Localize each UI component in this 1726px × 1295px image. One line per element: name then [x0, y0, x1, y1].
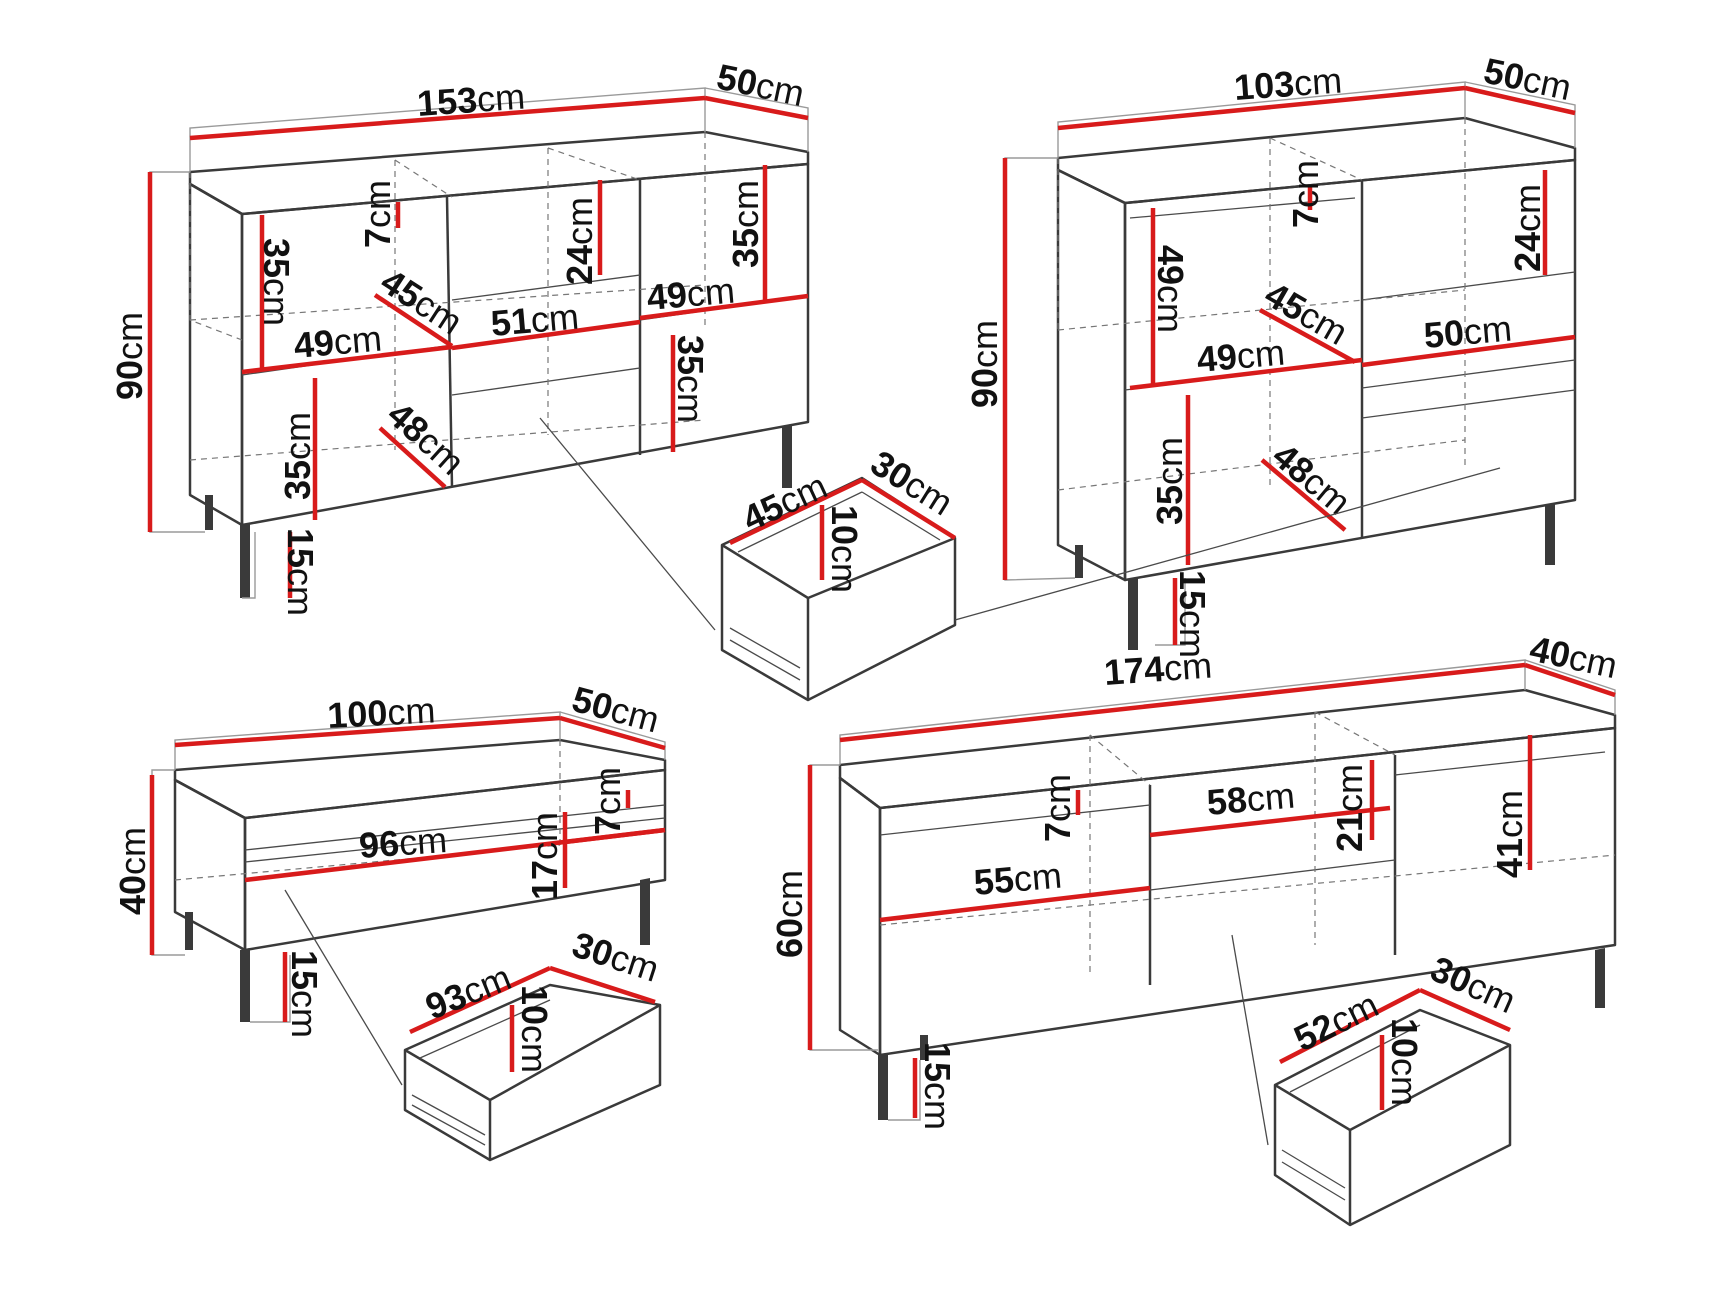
- bench-drawer-box: [403, 983, 662, 1162]
- tv-stand-drawer-box: [1273, 1008, 1512, 1227]
- sideboard-large-side: [188, 182, 244, 527]
- sideboard-small: 103cm 50cm 90cm 15cm 7cm 49cm 45cm 49cm …: [954, 50, 1577, 658]
- bench-legs-label: 15cm: [284, 950, 325, 1038]
- tv-stand-right-height-label: 41cm: [1489, 790, 1530, 878]
- tv-stand-drawer-depth-label: 30cm: [1425, 948, 1522, 1021]
- bench-top-gap-label: 7cm: [587, 767, 628, 835]
- bench-drawer-height-label: 10cm: [514, 985, 555, 1073]
- bench-height-label: 40cm: [112, 827, 153, 915]
- sideboard-small-right-drawer-height-label: 24cm: [1507, 184, 1548, 272]
- tv-stand-left-width-label: 55cm: [972, 854, 1063, 903]
- tv-stand-middle-width-label: 58cm: [1205, 774, 1296, 823]
- sideboard-large-left-lower-height-label: 35cm: [277, 412, 318, 500]
- sideboard-large-depth-label: 50cm: [713, 56, 808, 114]
- tv-stand-depth-label: 40cm: [1526, 628, 1621, 686]
- tv-stand-width-label: 174cm: [1103, 645, 1214, 693]
- bench-width-label: 100cm: [326, 689, 436, 736]
- sideboard-large: 153cm 50cm 90cm 15cm 7cm 35cm 49cm 45cm …: [109, 56, 810, 616]
- bench-inner-width-label: 96cm: [358, 819, 449, 866]
- tv-stand-drawer: 52cm 30cm 10cm: [1231, 934, 1522, 1227]
- bench-depth-label: 50cm: [568, 678, 664, 740]
- sideboard-small-legs-label: 15cm: [1172, 570, 1213, 658]
- sideboard-large-middle-height-label: 24cm: [559, 197, 600, 285]
- sideboard-large-legs-label: 15cm: [280, 528, 321, 616]
- sideboard-small-drawer-leader: [954, 467, 1501, 621]
- sideboard-large-left-upper-width-label: 49cm: [292, 317, 383, 366]
- sideboard-small-top-gap-label: 7cm: [1285, 160, 1326, 228]
- sideboard-small-left-lower-height-label: 35cm: [1149, 437, 1190, 525]
- bench-drawer: 93cm 30cm 10cm: [284, 889, 664, 1162]
- drawer-box: [720, 476, 957, 702]
- sideboard-small-depth-label: 50cm: [1480, 50, 1575, 108]
- sideboard-small-height-label: 90cm: [964, 320, 1005, 408]
- tv-stand-legs-label: 15cm: [917, 1042, 958, 1130]
- sideboard-large-left-upper-height-label: 35cm: [256, 238, 297, 326]
- tv-stand-drawer-width-label: 52cm: [1288, 984, 1385, 1059]
- sideboard-small-right-width-label: 50cm: [1422, 307, 1513, 356]
- bench-drawer-front-label: 17cm: [524, 812, 565, 900]
- sideboard-small-side: [1056, 168, 1127, 582]
- sideboard-large-width-label: 153cm: [416, 76, 527, 124]
- drawer-large-height-label: 10cm: [824, 505, 865, 593]
- tv-stand-height-label: 60cm: [769, 870, 810, 958]
- bench-drawer-width-label: 93cm: [420, 956, 517, 1027]
- sideboard-small-width-label: 103cm: [1233, 60, 1344, 108]
- sideboard-large-left-upper-depth-label: 45cm: [374, 260, 470, 342]
- sideboard-large-height-label: 90cm: [109, 312, 150, 400]
- sideboard-large-right-upper-height-label: 35cm: [725, 180, 766, 268]
- tv-stand-middle-height-label: 21cm: [1329, 764, 1370, 852]
- tv-stand-side: [838, 776, 882, 1057]
- sideboard-large-right-upper-width-label: 49cm: [645, 269, 736, 318]
- sideboard-small-left-upper-width-label: 49cm: [1195, 331, 1286, 380]
- drawer-leader-line: [539, 417, 716, 631]
- tv-stand: 174cm 40cm 60cm 15cm 7cm 55cm 58cm 21cm …: [769, 628, 1621, 1130]
- sideboard-small-left-lower-depth-label: 48cm: [1265, 435, 1359, 523]
- sideboard-large-middle-width-label: 51cm: [489, 295, 580, 344]
- sideboard-large-top-gap-label: 7cm: [357, 180, 398, 248]
- bench: 100cm 50cm 40cm 15cm 7cm 96cm 17cm: [112, 678, 667, 1038]
- tv-stand-drawer-height-label: 10cm: [1384, 1018, 1425, 1106]
- sideboard-large-right-lower-height-label: 35cm: [670, 335, 711, 423]
- tv-stand-top-gap-label: 7cm: [1037, 774, 1078, 842]
- sideboard-small-left-upper-height-label: 49cm: [1150, 245, 1191, 333]
